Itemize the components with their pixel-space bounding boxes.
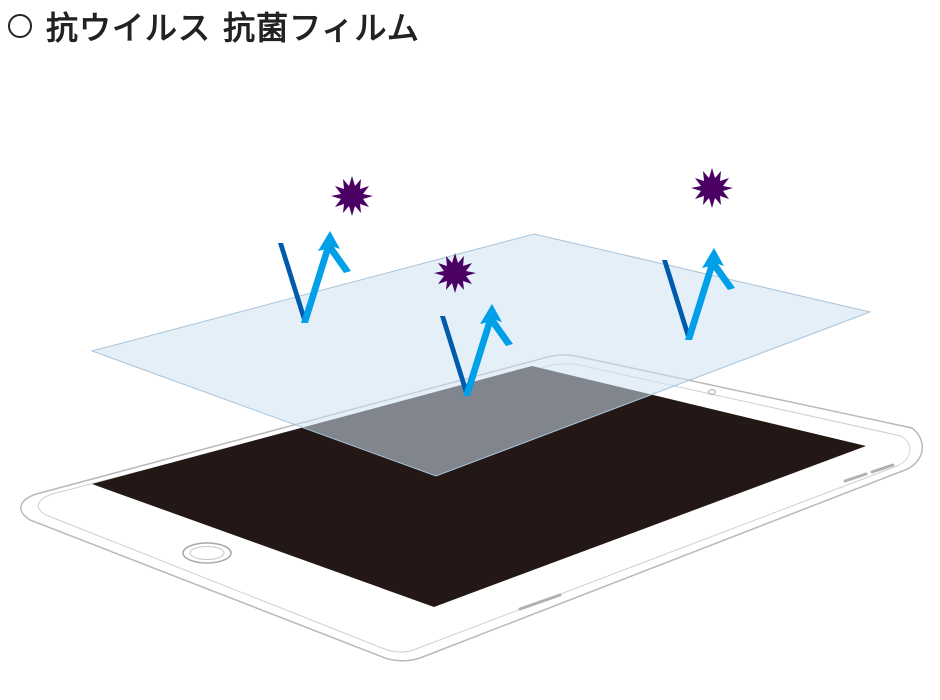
germ-icon [331, 176, 373, 216]
home-button[interactable] [182, 542, 232, 564]
side-switch[interactable] [518, 593, 562, 611]
circle-bullet-icon [8, 14, 32, 38]
germ-icon [691, 168, 733, 208]
front-camera [708, 389, 716, 395]
page-title: 抗ウイルス 抗菌フィルム [46, 9, 420, 47]
tablet-screen [92, 366, 866, 607]
page-heading: 抗ウイルス 抗菌フィルム [8, 6, 420, 47]
volume-buttons[interactable] [843, 463, 895, 483]
